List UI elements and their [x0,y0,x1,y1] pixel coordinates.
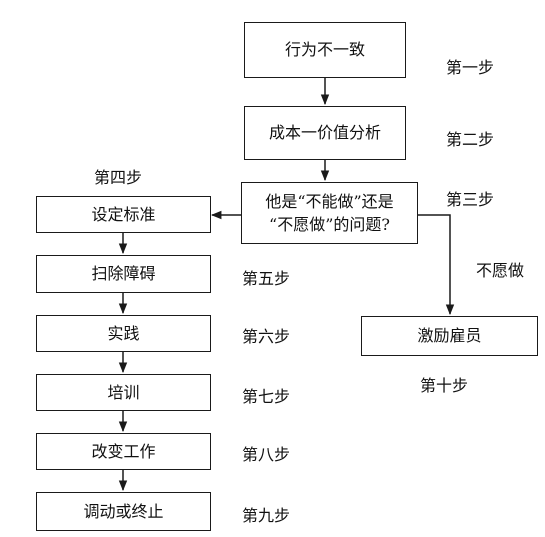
node-cost-value-analysis: 成本一价值分析 [244,106,406,160]
node-label: 设定标准 [91,204,156,224]
node-motivate-employee: 激励雇员 [361,316,538,356]
step-label-9: 第九步 [242,506,291,525]
node-practice: 实践 [36,315,211,352]
step-label-7: 第七步 [242,387,291,406]
arrow-n3-n10 [418,214,455,316]
step-label-8: 第八步 [242,445,291,464]
step-label-10: 第十步 [420,376,469,395]
node-label: 调动或终止 [83,501,164,521]
node-behavior-inconsistent: 行为不一致 [244,22,406,78]
step-label-3: 第三步 [446,190,495,209]
step-label-4: 第四步 [94,168,143,187]
step-label-6: 第六步 [242,327,291,346]
node-remove-obstacles: 扫除障碍 [36,255,211,293]
node-transfer-or-terminate: 调动或终止 [36,492,211,531]
node-label: 行为不一致 [284,40,365,60]
branch-label-unwilling: 不愿做 [476,261,525,280]
node-label-line2: “不愿做”的问题? [269,215,390,234]
node-set-standards: 设定标准 [36,196,211,233]
node-label: 激励雇员 [417,326,482,346]
node-label: 改变工作 [91,441,156,461]
node-label: 扫除障碍 [91,264,156,284]
node-label-line1: 他是“不能做”还是 [265,191,394,211]
node-training: 培训 [36,374,211,411]
node-label: 实践 [107,323,140,343]
node-label: 培训 [107,382,140,402]
node-change-job: 改变工作 [36,433,211,470]
node-cant-or-wont-question: 他是“不能做”还是 “不愿做”的问题? [241,182,418,244]
step-label-2: 第二步 [446,130,495,149]
node-label: 成本一价值分析 [268,123,381,143]
step-label-1: 第一步 [446,58,495,77]
step-label-5: 第五步 [242,269,291,288]
